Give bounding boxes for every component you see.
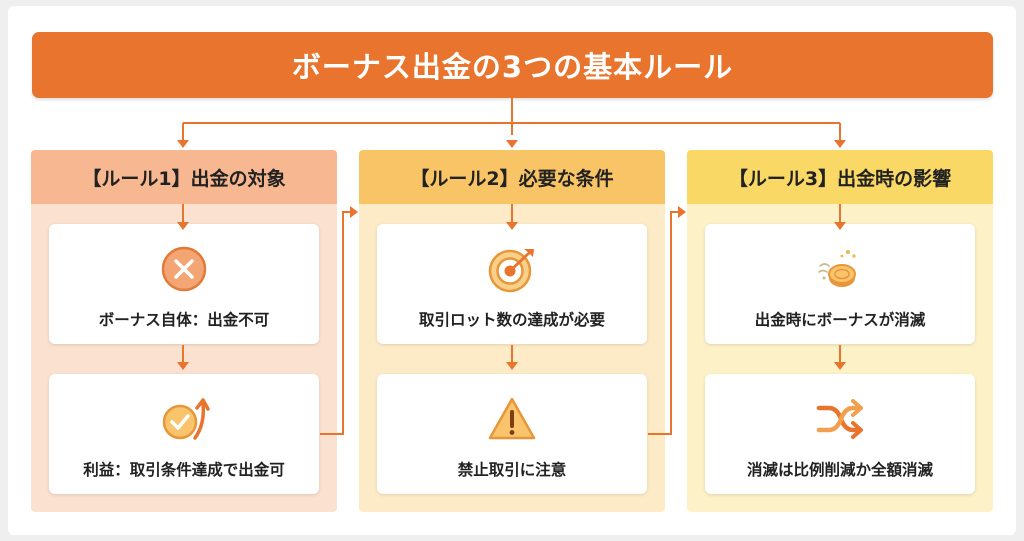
vanishing-coin-icon	[818, 250, 856, 287]
rule-1-header: 【ルール1】出金の対象	[31, 150, 337, 204]
target-icon	[488, 249, 534, 293]
rule-1-card-1: ボーナス自体：出金不可	[49, 224, 319, 344]
rule-1-card-2: 利益：取引条件達成で出金可	[49, 374, 319, 494]
rule-3-card-1-label: 出金時にボーナスが消滅	[754, 311, 926, 329]
rule-3-card-2-label: 消滅は比例削減か全額消滅	[746, 461, 933, 479]
rule-3-header: 【ルール3】出金時の影響	[687, 150, 993, 204]
rule-2-card-2-label: 禁止取引に注意	[457, 461, 567, 479]
rule-3-card-1: 出金時にボーナスが消滅	[705, 224, 975, 344]
rule-2-card-1-label: 取引ロット数の達成が必要	[418, 311, 605, 329]
rule-3-column: 【ルール3】出金時の影響 出金時にボーナスが消滅	[687, 150, 993, 512]
rule-1-card-2-label: 利益：取引条件達成で出金可	[83, 461, 285, 479]
rule-3-card-2: 消滅は比例削減か全額消滅	[705, 374, 975, 494]
x-circle-icon	[161, 246, 207, 292]
rule-2-header: 【ルール2】必要な条件	[359, 150, 665, 204]
shuffle-icon	[816, 399, 863, 439]
warning-icon	[488, 397, 536, 440]
rule-1-card-1-label: ボーナス自体：出金不可	[98, 311, 270, 329]
diagram-title: ボーナス出金の3つの基本ルール	[32, 32, 993, 98]
rule-2-card-2: 禁止取引に注意	[377, 374, 647, 494]
check-growth-icon	[162, 398, 210, 440]
rule-2-card-1: 取引ロット数の達成が必要	[377, 224, 647, 344]
rule-2-column: 【ルール2】必要な条件 取引ロット数の達成が必要 禁止取引に注意	[359, 150, 665, 512]
rule-1-column: 【ルール1】出金の対象 ボーナス自体：出金不可 利益：取引条件達成で出金可	[31, 150, 337, 512]
